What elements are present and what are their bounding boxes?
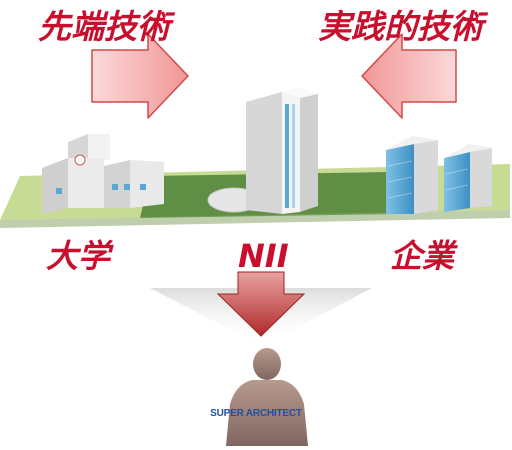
super-architect-caption: SUPER ARCHITECT bbox=[210, 408, 302, 419]
arrow-down-icon bbox=[216, 271, 306, 337]
arrow-left-icon bbox=[361, 33, 457, 119]
enterprise-buildings-icon bbox=[386, 136, 492, 214]
arrow-right-icon bbox=[91, 33, 189, 119]
university-label: 大学 bbox=[46, 237, 111, 275]
super-architect-person-icon bbox=[226, 348, 308, 446]
nii-tower-icon bbox=[207, 88, 318, 214]
enterprise-label: 企業 bbox=[390, 237, 455, 275]
advanced-technology-label: 先端技術 bbox=[38, 7, 170, 46]
practical-technology-label: 実践的技術 bbox=[318, 7, 483, 46]
nii-label: NII bbox=[238, 237, 289, 275]
university-building-icon bbox=[42, 134, 164, 214]
